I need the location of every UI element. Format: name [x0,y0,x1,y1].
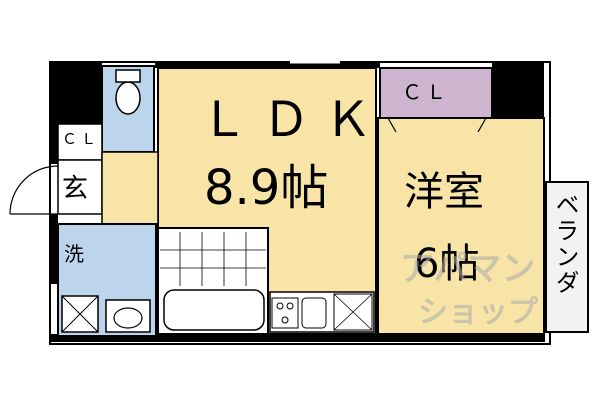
western-label: 洋室 [404,169,484,215]
closet-door-right [477,117,487,133]
hallway [101,151,159,225]
entry-door [9,165,59,215]
watermark-line2: ショップ [418,295,538,330]
column-top-right [492,62,544,122]
sink [105,299,151,333]
washroom-label: 洗 [64,242,84,266]
closet-entry-label: ＣＬ [62,130,101,148]
watermark-line1: アパマン [400,249,536,289]
wall-top-ldk [155,62,380,68]
wall-mid-left [50,124,58,164]
bathroom-tiles [160,232,266,286]
kitchen-sink [301,297,327,329]
balcony [545,181,589,333]
ldk-size: 8.9帖 [204,160,329,216]
wall-mid-left-2 [50,214,58,284]
closet-main-label: ＣＬ [402,80,450,104]
wall-bottom [50,334,545,342]
closet-door-left [387,117,397,133]
column-top-left [50,62,102,124]
toilet-tank [115,69,141,83]
closet-entry-fill [57,123,103,161]
balcony-label: ベランダ [551,192,579,296]
western-size: 6帖 [414,241,480,287]
toilet-bowl [115,81,141,115]
entrance-area [57,159,103,215]
entrance-label: 玄 [62,174,89,204]
western-floor [377,117,545,335]
bathtub [163,289,265,331]
closet-main-fill [379,67,493,119]
ldk-label: ＬＤＫ [200,92,387,148]
